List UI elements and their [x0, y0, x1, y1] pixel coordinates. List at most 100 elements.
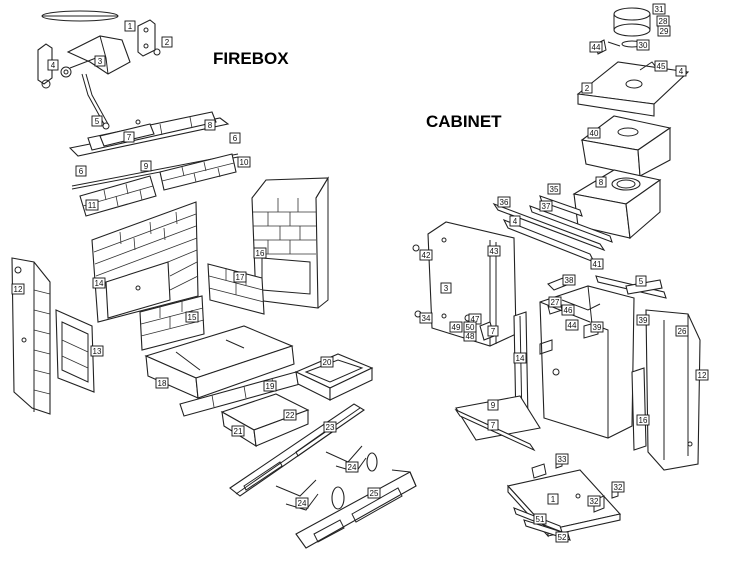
callout-cabinet-52: 52 [555, 531, 569, 543]
callout-number: 28 [659, 17, 668, 26]
part-cabinet-right-panel [645, 309, 701, 471]
callout-cabinet-7: 7 [487, 325, 499, 337]
part-grate-frame [295, 469, 417, 549]
callout-number: 2 [585, 84, 590, 93]
callout-firebox-8: 8 [204, 119, 216, 131]
callout-number: 30 [639, 41, 648, 50]
part-top-panel [576, 61, 690, 117]
callout-number: 16 [256, 249, 265, 258]
callout-number: 35 [550, 185, 559, 194]
callout-number: 37 [542, 202, 551, 211]
callout-number: 17 [236, 273, 245, 282]
callout-cabinet-1: 1 [547, 493, 559, 505]
callout-number: 7 [491, 327, 496, 336]
part-hearth-floor [144, 325, 295, 399]
callout-number: 1 [551, 495, 556, 504]
callout-firebox-18: 18 [155, 377, 169, 389]
callout-number: 26 [678, 327, 687, 336]
callout-number: 45 [657, 62, 666, 71]
callout-cabinet-5: 5 [635, 275, 647, 287]
callout-number: 4 [513, 217, 518, 226]
callout-number: 10 [240, 158, 249, 167]
callout-number: 24 [298, 499, 307, 508]
part-top-rails [492, 195, 613, 264]
callout-firebox-11: 11 [85, 199, 99, 211]
callout-cabinet-41: 41 [590, 258, 604, 270]
callout-number: 19 [266, 382, 275, 391]
callout-number: 6 [79, 167, 84, 176]
part-inner-firebox-shell [539, 285, 635, 439]
callout-number: 39 [639, 316, 648, 325]
callout-firebox-20: 20 [320, 356, 334, 368]
callout-cabinet-30: 30 [636, 39, 650, 51]
callout-number: 25 [370, 489, 379, 498]
callout-firebox-7: 7 [123, 131, 135, 143]
callout-firebox-2: 2 [161, 36, 173, 48]
callout-number: 5 [95, 117, 100, 126]
firebox-title: FIREBOX [213, 49, 289, 68]
callout-cabinet-32: 32 [587, 495, 601, 507]
callout-number: 4 [51, 61, 56, 70]
callout-cabinet-35: 35 [547, 183, 561, 195]
callout-number: 12 [14, 285, 23, 294]
callout-number: 21 [234, 427, 243, 436]
callout-number: 43 [490, 247, 499, 256]
callout-number: 14 [516, 354, 525, 363]
callout-number: 11 [88, 201, 97, 210]
callout-cabinet-12: 12 [695, 369, 709, 381]
callout-firebox-1: 1 [124, 20, 136, 32]
cabinet-title: CABINET [426, 112, 502, 131]
part-base-plate [506, 469, 622, 538]
callout-number: 3 [98, 57, 103, 66]
callout-firebox-19: 19 [263, 380, 277, 392]
callout-number: 18 [158, 379, 167, 388]
callout-firebox-17: 17 [233, 271, 247, 283]
cabinet-parts [412, 7, 701, 541]
callout-number: 24 [348, 463, 357, 472]
callout-cabinet-40: 40 [587, 127, 601, 139]
callout-number: 2 [165, 38, 170, 47]
callout-number: 47 [471, 315, 480, 324]
callout-number: 44 [568, 321, 577, 330]
callout-cabinet-33: 33 [555, 453, 569, 465]
callout-number: 5 [639, 277, 644, 286]
callout-cabinet-45: 45 [654, 60, 668, 72]
callout-firebox-12: 12 [11, 283, 25, 295]
callout-cabinet-50: 50 [463, 321, 477, 333]
callout-cabinet-44: 44 [589, 41, 603, 53]
part-andiron-left [275, 479, 345, 511]
callout-number: 13 [93, 347, 102, 356]
callout-number: 38 [565, 276, 574, 285]
callout-number: 33 [558, 455, 567, 464]
callout-cabinet-49: 49 [449, 321, 463, 333]
callout-cabinet-39: 39 [636, 314, 650, 326]
callout-cabinet-34: 34 [419, 312, 433, 324]
callout-firebox-9: 9 [140, 160, 152, 172]
part-flue-box [572, 169, 662, 240]
callout-number: 16 [639, 416, 648, 425]
part-poker-rod [81, 73, 141, 130]
part-side-bracket [37, 43, 53, 89]
callout-cabinet-36: 36 [497, 196, 511, 208]
callout-number: 15 [188, 313, 197, 322]
callout-number: 36 [500, 198, 509, 207]
callout-number: 9 [491, 401, 496, 410]
callout-firebox-16: 16 [253, 247, 267, 259]
callout-cabinet-44: 44 [565, 319, 579, 331]
callout-cabinet-4: 4 [509, 215, 521, 227]
callout-number: 6 [233, 134, 238, 143]
callout-number: 39 [593, 323, 602, 332]
callout-number: 14 [95, 279, 104, 288]
callout-number: 20 [323, 358, 332, 367]
callout-cabinet-31: 31 [652, 3, 666, 15]
part-smoke-shelf [580, 115, 672, 177]
callout-cabinet-51: 51 [533, 513, 547, 525]
callout-cabinet-48: 48 [463, 330, 477, 342]
callout-firebox-6: 6 [75, 165, 87, 177]
callout-number: 31 [655, 5, 664, 14]
callout-firebox-10: 10 [237, 156, 251, 168]
